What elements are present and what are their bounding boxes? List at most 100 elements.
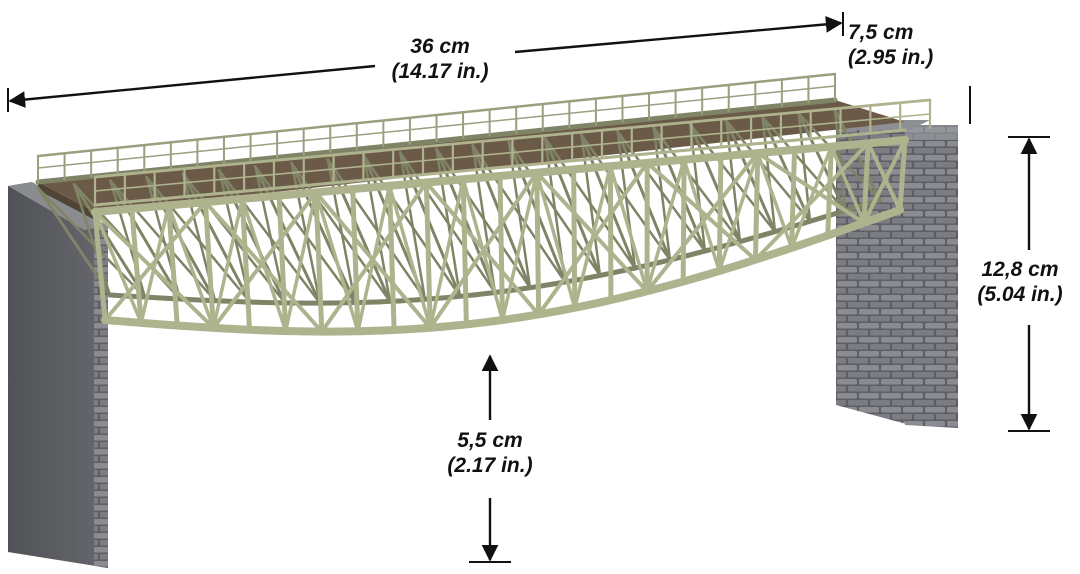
front-truss-post <box>350 186 361 334</box>
far-bottom-chord <box>704 242 729 254</box>
front-x-brace <box>211 190 318 330</box>
left-pier <box>8 182 108 568</box>
front-x-brace <box>755 151 866 225</box>
width-label: 7,5 cm (2.95 in.) <box>848 20 978 70</box>
far-truss-post <box>797 112 847 213</box>
length-metric: 36 cm <box>410 35 470 58</box>
length-dimension-line <box>7 12 844 112</box>
front-truss-post <box>752 150 761 263</box>
front-truss-post <box>497 173 505 323</box>
front-truss-post <box>534 170 542 317</box>
front-truss-post <box>313 189 325 335</box>
far-bottom-chord <box>588 270 613 280</box>
far-bottom-chord <box>646 257 671 268</box>
front-truss-post <box>716 153 724 274</box>
front-truss-post <box>680 157 687 285</box>
front-truss-diagonal <box>500 170 539 322</box>
front-truss-post <box>387 183 397 333</box>
front-truss-diagonal <box>535 170 577 310</box>
front-x-brace <box>861 138 907 225</box>
front-truss-diagonal <box>755 151 794 250</box>
far-bottom-chord <box>819 209 844 221</box>
front-x-brace <box>428 170 539 330</box>
front-walkway-edge <box>93 128 907 207</box>
far-railing-top <box>36 72 837 158</box>
front-x-brace <box>536 160 650 317</box>
front-bottom-chord <box>876 206 904 222</box>
front-top-chord <box>91 136 909 216</box>
front-truss-diagonal <box>428 177 465 330</box>
front-truss-diagonal <box>166 203 216 330</box>
clearance-imperial: (2.17 in.) <box>447 454 533 477</box>
front-truss-post <box>276 193 289 334</box>
height-metric: 12,8 cm <box>981 258 1059 281</box>
front-x-brace <box>753 141 871 262</box>
front-truss-post <box>202 199 216 331</box>
front-x-brace <box>203 200 324 334</box>
front-truss-diagonal <box>211 197 245 330</box>
front-truss-post <box>825 144 834 238</box>
far-truss-diagonal <box>833 108 847 212</box>
truss-bridge <box>35 72 932 336</box>
far-truss-diagonal <box>36 186 147 299</box>
far-truss-post <box>108 179 182 301</box>
far-truss-diagonal <box>761 115 777 233</box>
far-truss-diagonal <box>72 183 112 297</box>
length-imperial: (14.17 in.) <box>391 60 489 83</box>
front-truss-post <box>129 206 144 326</box>
front-railing-top <box>93 98 932 179</box>
front-truss-post <box>423 180 433 331</box>
far-truss-diagonal <box>652 126 672 262</box>
front-truss-post <box>571 166 578 311</box>
front-truss-diagonal <box>387 184 432 330</box>
clearance-label: 5,5 cm (2.17 in.) <box>425 428 555 478</box>
front-x-brace <box>645 151 760 294</box>
far-truss-post <box>36 186 112 297</box>
front-truss-post <box>861 140 871 226</box>
clearance-metric: 5,5 cm <box>457 429 523 452</box>
front-x-brace <box>645 160 758 262</box>
front-truss-post <box>239 196 253 333</box>
height-imperial: (5.04 in.) <box>977 283 1063 306</box>
front-x-brace <box>93 210 216 330</box>
front-truss-post <box>166 202 180 328</box>
far-bottom-chord <box>473 290 498 298</box>
height-dimension-line <box>1008 136 1050 432</box>
far-truss-diagonal <box>688 122 707 253</box>
far-bottom-chord <box>203 297 228 304</box>
front-truss-post <box>897 137 908 213</box>
front-x-brace <box>866 141 902 212</box>
width-imperial: (2.95 in.) <box>848 46 934 69</box>
right-pier <box>836 120 958 428</box>
length-label: 36 cm (14.17 in.) <box>375 34 505 84</box>
front-truss-post <box>460 176 469 327</box>
front-truss-diagonal <box>93 210 143 325</box>
front-truss-diagonal <box>314 190 360 334</box>
height-label: 12,8 cm (5.04 in.) <box>960 257 1080 307</box>
front-truss-diagonal <box>717 151 760 273</box>
front-truss-diagonal <box>829 144 866 225</box>
front-truss-diagonal <box>645 157 686 294</box>
far-bottom-chord <box>377 298 402 305</box>
front-truss-diagonal <box>283 190 318 333</box>
front-x-brace <box>103 200 208 322</box>
front-railing-mid <box>94 113 931 192</box>
front-x-brace <box>319 180 429 334</box>
front-truss-diagonal <box>682 157 722 273</box>
far-bottom-chord <box>492 287 517 295</box>
width-metric: 7,5 cm <box>848 21 914 44</box>
front-truss-post <box>92 209 108 323</box>
front-truss-diagonal <box>789 144 834 250</box>
clearance-dimension-line <box>469 354 511 563</box>
far-truss-post <box>761 115 812 223</box>
far-truss-post <box>72 182 147 299</box>
far-railing-mid <box>37 85 836 169</box>
far-bottom-chord <box>762 226 787 238</box>
far-truss-post <box>688 122 742 244</box>
far-bottom-chord <box>146 294 171 301</box>
far-bottom-chord <box>685 248 710 259</box>
front-x-brace <box>534 170 650 294</box>
far-bottom-chord <box>800 215 825 226</box>
front-truss-post <box>789 147 798 251</box>
